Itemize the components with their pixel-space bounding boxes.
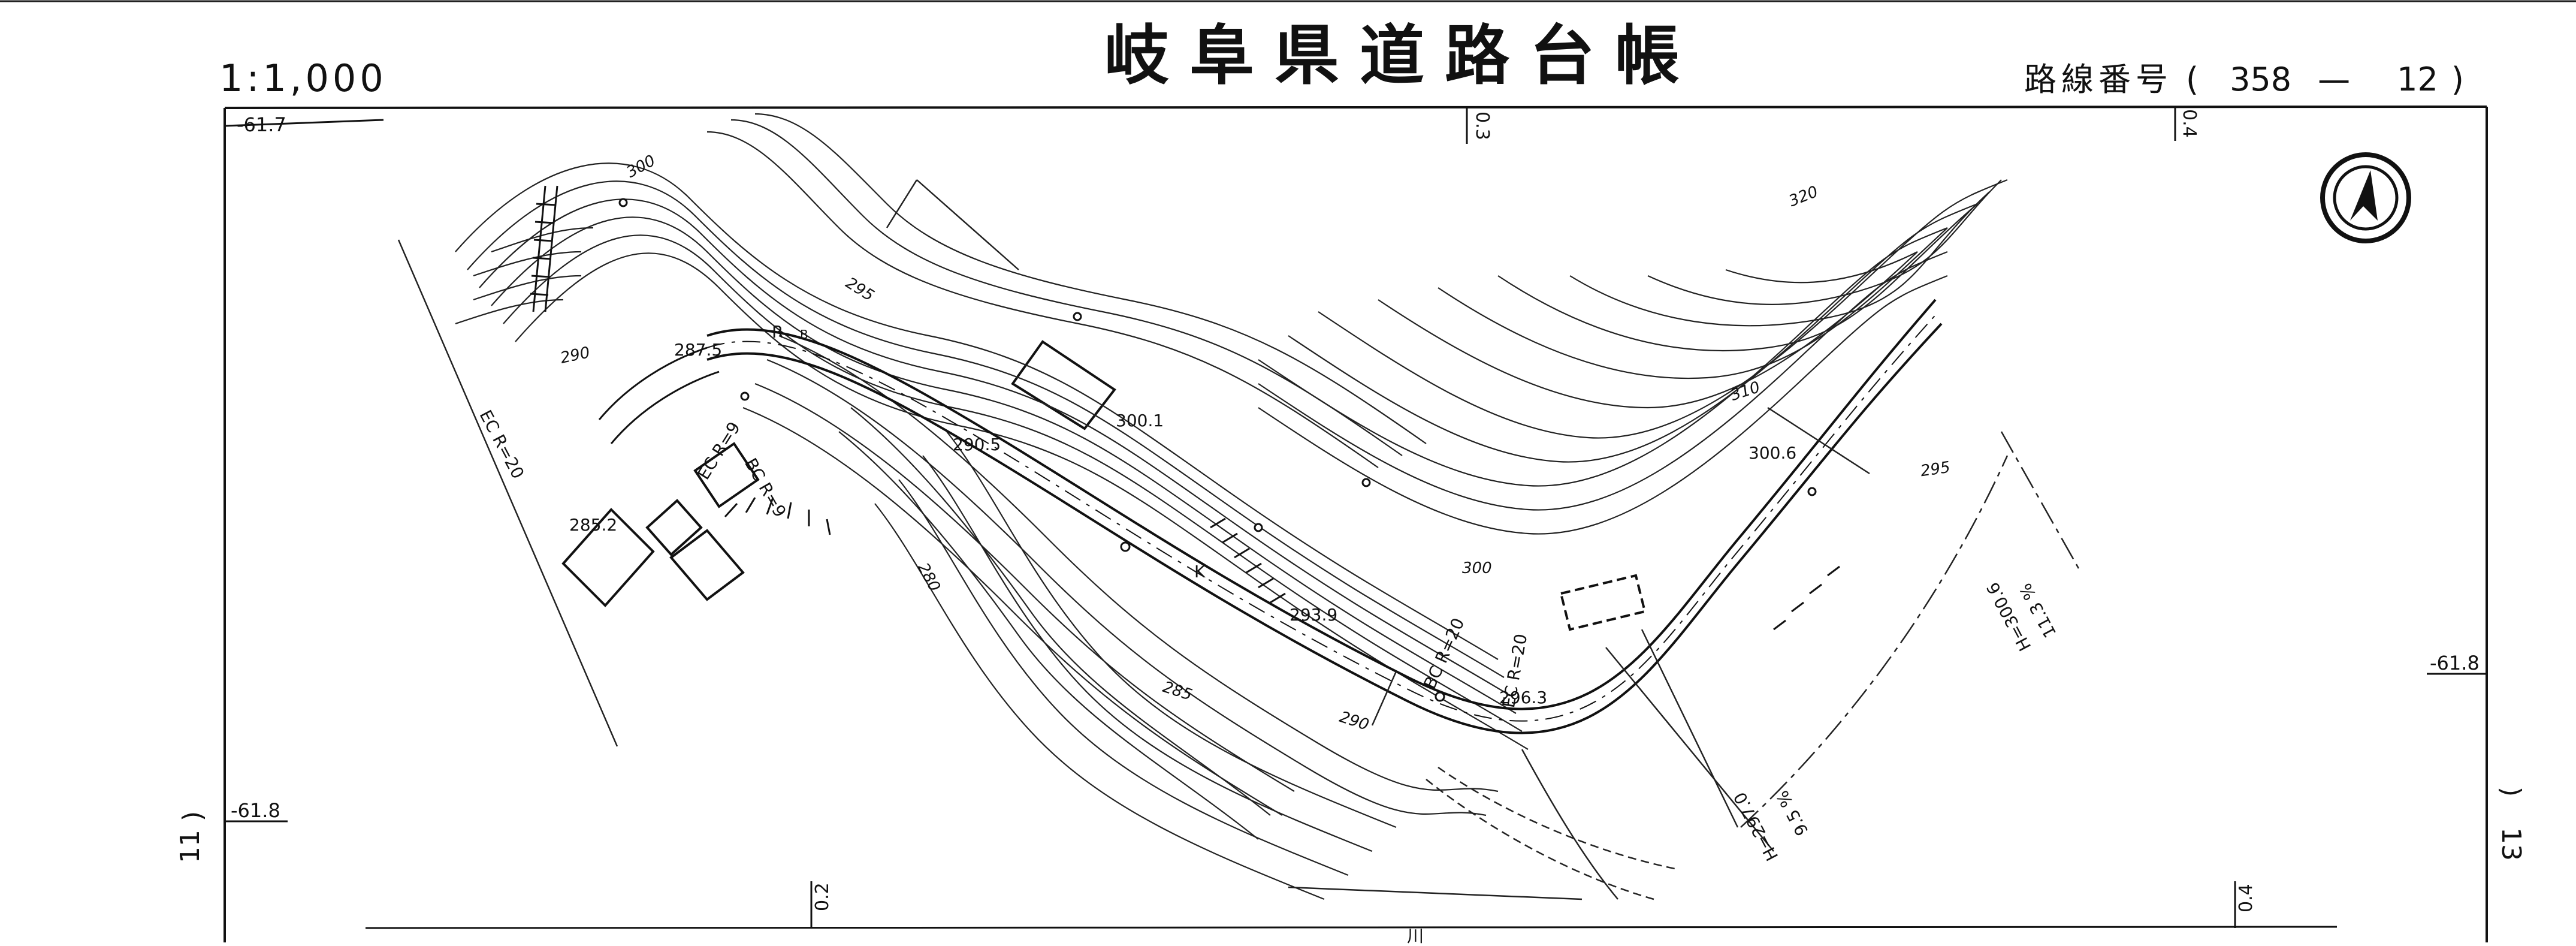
map-frame [224,106,2488,942]
grid-ticks [224,107,2487,928]
adjacent-sheet-right-paren: ) [2496,787,2526,797]
boundary-lines [397,179,2080,900]
buildings [561,340,1647,631]
grid-x-bottom-right: 0.4 [2236,884,2257,912]
adjacent-sheet-left-paren: ) [177,811,208,821]
spot-height: 290.5 [953,435,1001,454]
contour-lines [455,113,2008,900]
page-title: 岐阜県道路台帳 [1104,19,1700,94]
route-label: 路線番号 [2024,61,2173,98]
route-dash: — [2318,61,2351,98]
adjacent-sheet-left: 11 [175,830,206,863]
grid-y-top-left: -61.7 [237,113,286,136]
spot-height: 300.1 [1116,411,1164,430]
road-centerline [598,299,1943,734]
north-arrow-icon [2320,152,2411,243]
contour-label: 295 [1919,458,1952,481]
spot-height: 293.9 [1289,605,1338,625]
station-label: B [800,327,808,342]
map-scale: 1:1,000 [219,56,387,100]
station-label: K [1194,562,1206,582]
survey-points [618,198,1817,702]
spot-height: 300.6 [1748,443,1797,463]
route-number: 路線番号 (358 — 12) [2024,64,2477,96]
grid-x-bottom-left: 0.2 [812,882,833,911]
route-sheet-value: 12 [2397,61,2438,98]
grid-x-top-right: 0.4 [2179,109,2200,138]
contour-label: 300 [1462,559,1492,577]
route-paren-close: ) [2451,61,2464,98]
slope-hatching [724,497,1840,631]
grid-x-top-left: 0.3 [1472,112,1493,140]
spot-height: 285.2 [569,515,618,535]
map-bottom-label: 川 [1407,926,1424,946]
route-paren-open: ( [2186,61,2199,98]
grid-y-mid-right: -61.8 [2430,652,2480,674]
adjacent-sheet-right: 13 [2496,827,2526,861]
spot-height: 296.3 [1499,688,1548,707]
grid-y-left-lower: -61.8 [231,799,280,822]
station-label: R [772,322,784,342]
spot-height: 287.5 [674,340,723,360]
stair-symbol [530,185,558,312]
route-number-value: 358 [2230,61,2292,98]
